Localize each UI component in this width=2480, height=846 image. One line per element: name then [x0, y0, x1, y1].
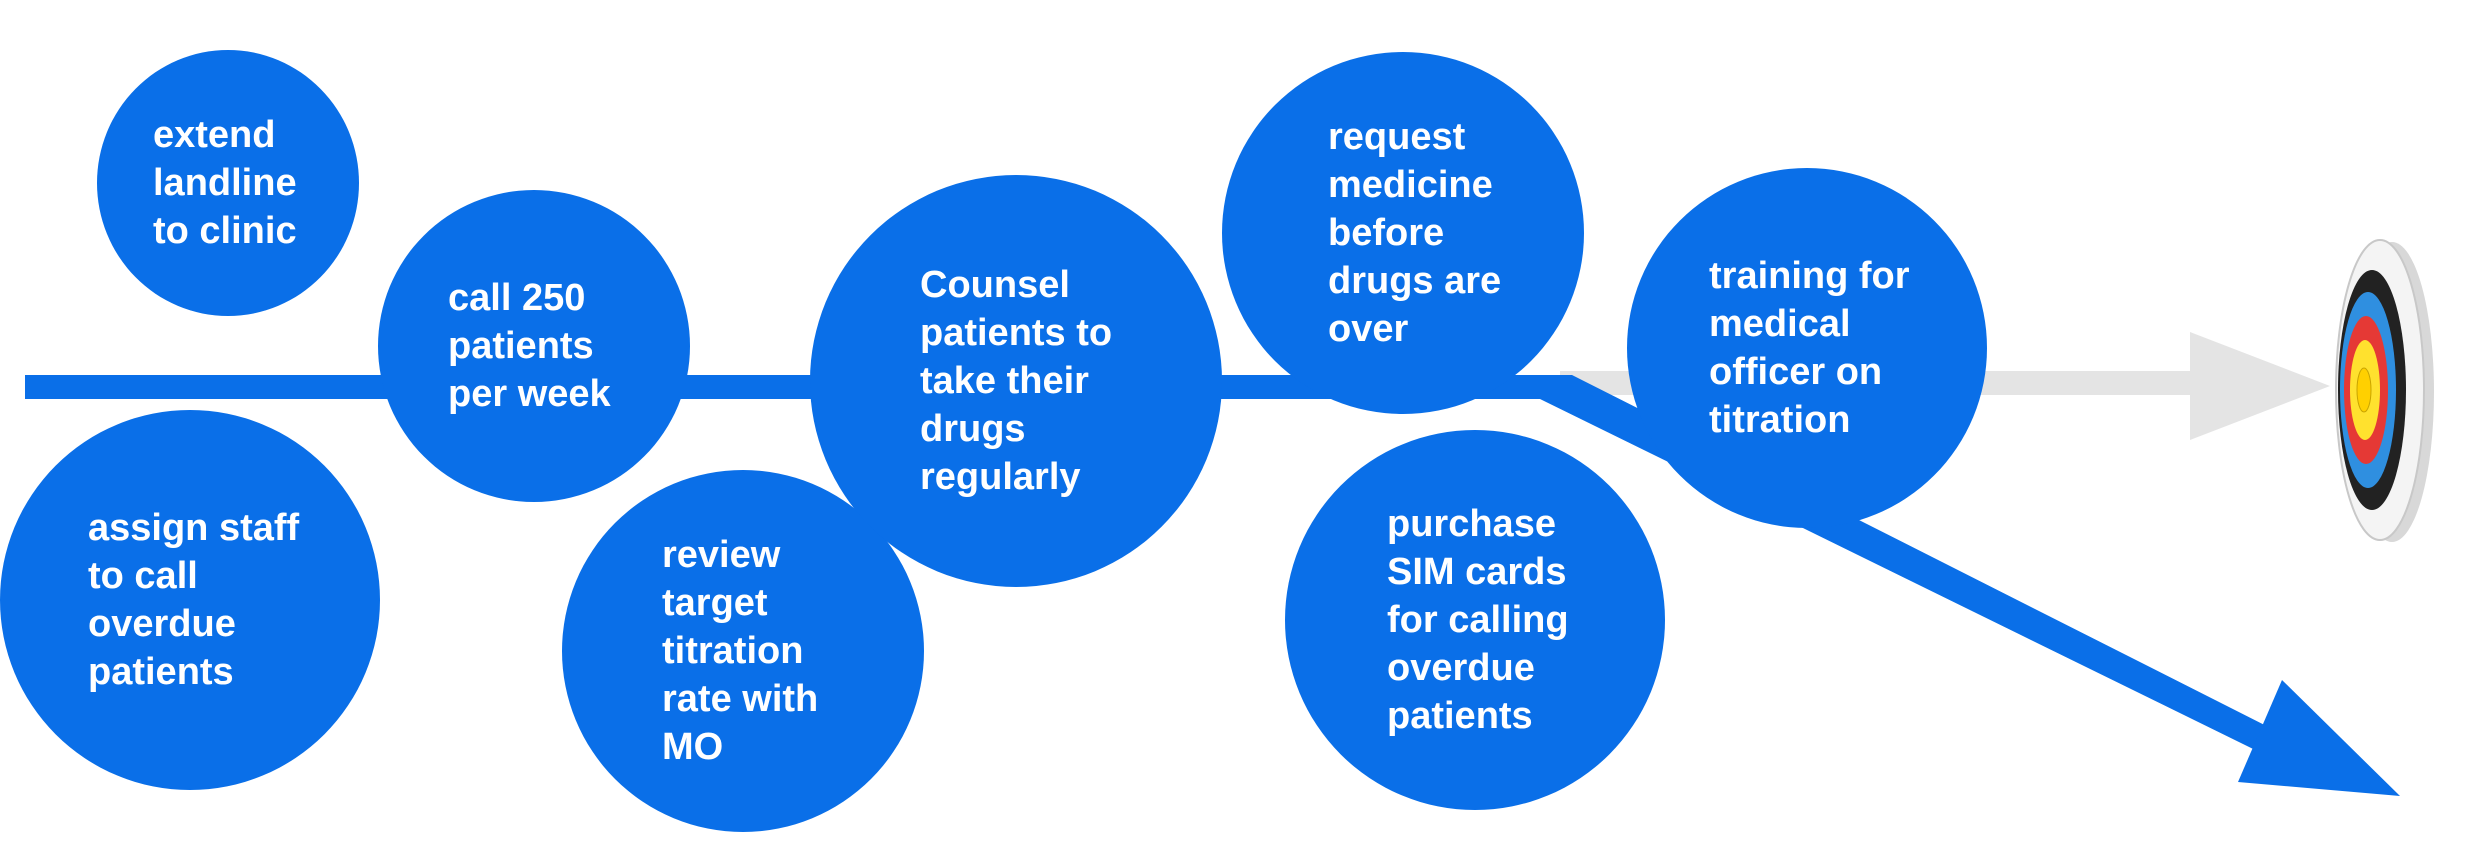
action-text: assign staff to call overdue patients — [88, 507, 300, 693]
action-text: extend landline to clinic — [153, 114, 297, 252]
action-bubble-assign-staff: assign staff to call overdue patients — [0, 410, 380, 790]
action-bubble-request-medicine: request medicine before drugs are over — [1222, 52, 1584, 414]
action-text: review target titration rate with MO — [662, 534, 819, 768]
action-text: call 250 patients per week — [448, 277, 611, 415]
main-arrow-head — [2238, 680, 2400, 796]
goal-arrow-head — [2190, 332, 2330, 440]
action-bubble-training-mo: training for medical officer on titratio… — [1627, 168, 1987, 528]
action-text: training for medical officer on titratio… — [1709, 255, 1910, 441]
action-text: Counsel patients to take their drugs reg… — [920, 264, 1113, 498]
action-bubble-extend-landline: extend landline to clinic — [97, 50, 359, 316]
action-bubble-call-250: call 250 patients per week — [378, 190, 690, 502]
action-bubble-purchase-sim: purchase SIM cards for calling overdue p… — [1285, 430, 1665, 810]
archery-target-icon — [2335, 239, 2434, 542]
action-bubble-counsel-patients: Counsel patients to take their drugs reg… — [810, 175, 1222, 587]
action-text: purchase SIM cards for calling overdue p… — [1387, 503, 1569, 737]
action-bubble-review-target: review target titration rate with MO — [562, 470, 924, 832]
action-text: request medicine before drugs are over — [1328, 116, 1502, 350]
